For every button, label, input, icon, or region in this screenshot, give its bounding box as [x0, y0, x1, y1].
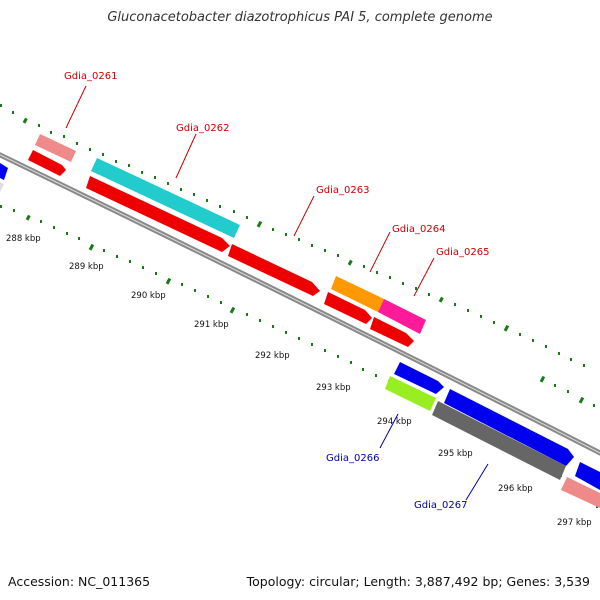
outer-tick-track	[0, 104, 595, 407]
gene-label-gdia-0267[interactable]: Gdia_0267	[414, 500, 467, 511]
ruler-tick-label: 295 kbp	[438, 449, 473, 459]
gene-gdia-0265-magenta[interactable]	[378, 299, 426, 334]
gene-callout-lines	[65, 85, 489, 501]
gene-gdia-0263-red[interactable]	[228, 244, 320, 296]
gene-gdia-0267-blue[interactable]	[444, 389, 574, 466]
gene-gdia-0264-orange[interactable]	[331, 276, 384, 312]
gene-labels: Gdia_0261 Gdia_0262 Gdia_0263 Gdia_0264 …	[64, 71, 489, 511]
gene-label-gdia-0266[interactable]: Gdia_0266	[326, 453, 379, 464]
ruler-tick-label: 297 kbp	[557, 518, 592, 528]
gene-gdia-0262-cyan[interactable]	[91, 158, 240, 238]
gene-label-gdia-0262[interactable]: Gdia_0262	[176, 123, 229, 134]
gene-right-pink[interactable]	[561, 477, 600, 508]
gene-label-gdia-0264[interactable]: Gdia_0264	[392, 224, 445, 235]
gene-gdia-0267-gray[interactable]	[432, 401, 566, 480]
genome-summary-text: Topology: circular; Length: 3,887,492 bp…	[246, 574, 590, 589]
map-title: Gluconacetobacter diazotrophicus PAI 5, …	[107, 10, 493, 25]
gene-label-gdia-0261[interactable]: Gdia_0261	[64, 71, 117, 82]
gene-partial-blue[interactable]	[0, 163, 8, 180]
gene-gdia-0264-red[interactable]	[324, 292, 372, 324]
ruler-tick-label: 290 kbp	[131, 291, 166, 301]
gene-gdia-0266-blue[interactable]	[394, 362, 444, 394]
ruler-tick-label: 291 kbp	[194, 320, 229, 330]
ruler-tick-labels: 288 kbp 289 kbp 290 kbp 291 kbp 292 kbp …	[6, 234, 592, 528]
gene-right-blue[interactable]	[575, 462, 600, 490]
ruler-tick-label: 296 kbp	[498, 484, 533, 494]
gene-gdia-0265-red[interactable]	[370, 317, 414, 347]
ruler-tick-label: 294 kbp	[377, 417, 412, 427]
ruler-tick-label: 288 kbp	[6, 234, 41, 244]
gene-gdia-0262-red[interactable]	[86, 176, 230, 252]
gene-gdia-0266-green[interactable]	[385, 376, 436, 411]
gene-label-gdia-0263[interactable]: Gdia_0263	[316, 185, 369, 196]
ruler-tick-label: 292 kbp	[255, 351, 290, 361]
gene-label-gdia-0265[interactable]: Gdia_0265	[436, 247, 489, 258]
gene-gdia-0261-pink[interactable]	[35, 134, 76, 162]
ruler-tick-label: 289 kbp	[69, 262, 104, 272]
ruler-tick-label: 293 kbp	[316, 383, 351, 393]
gene-partial-white[interactable]	[0, 182, 4, 192]
gene-gdia-0261-red[interactable]	[28, 150, 66, 176]
accession-text: Accession: NC_011365	[8, 574, 151, 589]
